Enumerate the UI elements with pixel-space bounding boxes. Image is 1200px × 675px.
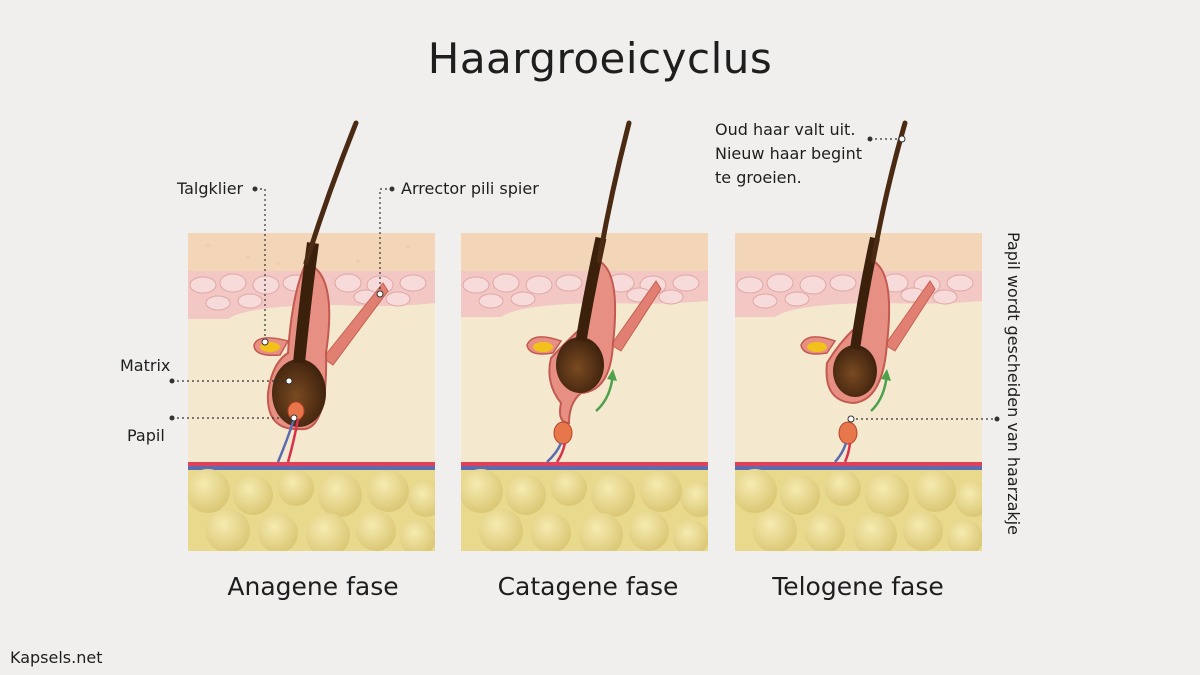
label-matrix: Matrix [120,356,171,375]
brand-watermark: Kapsels.net [10,648,103,667]
phase-label-anagen: Anagene fase [227,572,399,601]
catagen-illustration [461,120,708,551]
anagen-illustration [188,120,435,551]
label-oud-haar-line3: te groeien. [715,168,802,187]
label-arrector-pili: Arrector pili spier [401,179,539,198]
label-papil-gescheiden: Papil wordt gescheiden van haarzakje [1004,232,1023,535]
label-papil: Papil [127,426,165,445]
diagram-title: Haargroeicyclus [427,34,773,83]
label-oud-haar-line2: Nieuw haar begint [715,144,862,163]
label-talgklier: Talgklier [177,179,244,198]
panel-catagen [461,120,708,551]
phase-label-telogen: Telogene fase [772,572,944,601]
telogen-illustration [735,120,982,551]
phase-label-catagen: Catagene fase [497,572,679,601]
panel-telogen [735,120,982,551]
label-oud-haar: Oud haar valt uit. Nieuw haar begint te … [715,118,862,190]
label-oud-haar-line1: Oud haar valt uit. [715,120,856,139]
panel-anagen [188,120,435,551]
